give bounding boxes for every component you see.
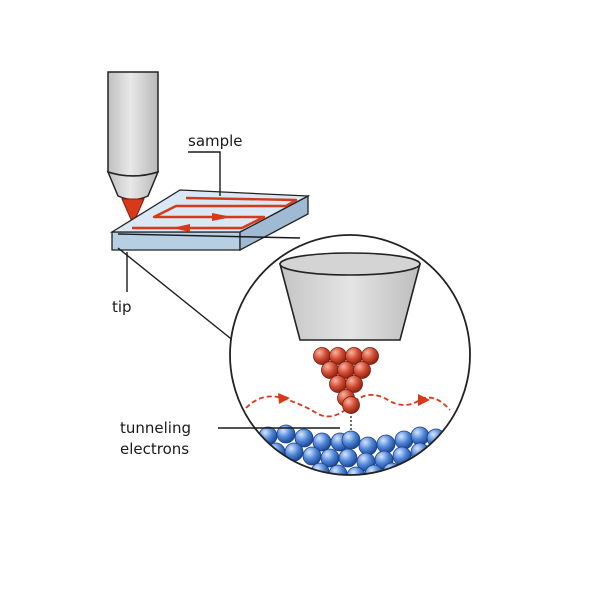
magnified-view [229, 234, 471, 476]
tip-atom-apex [342, 396, 360, 414]
arrow-icon [278, 393, 290, 404]
sample-leader-line [188, 151, 221, 196]
probe-nozzle [106, 170, 160, 201]
sample-atom [376, 434, 396, 454]
zoom-line-lower [117, 247, 236, 343]
tunneling-label-line1: tunneling [120, 419, 191, 437]
arrow-icon [418, 394, 430, 406]
tip-atom [345, 375, 363, 393]
probe-shaft [107, 71, 159, 177]
zoom-line-upper [117, 233, 301, 239]
sample-label: sample [188, 132, 243, 150]
sample-atom [266, 442, 286, 462]
arrow-icon [212, 213, 232, 221]
sample-atom [341, 430, 361, 450]
arrow-icon [172, 224, 190, 232]
sample-atom [302, 446, 322, 466]
sample-atom [338, 448, 358, 468]
tip-atom [353, 361, 371, 379]
tunneling-label-line2: electrons [120, 440, 189, 458]
stm-probe-icon [106, 71, 160, 226]
sample-atom [346, 466, 366, 475]
tip-atom [361, 347, 379, 365]
sample-atom [294, 428, 314, 448]
sample-atom [358, 436, 378, 456]
tip-label: tip [112, 298, 132, 316]
probe-tip [121, 198, 145, 226]
sample-atom [410, 426, 430, 446]
sample-atom [276, 424, 296, 444]
scan-path [132, 196, 298, 232]
tip-atoms [313, 347, 379, 414]
magnified-circle-border [229, 234, 471, 476]
magnified-probe-rim [279, 252, 421, 276]
sample-atom [394, 430, 414, 450]
